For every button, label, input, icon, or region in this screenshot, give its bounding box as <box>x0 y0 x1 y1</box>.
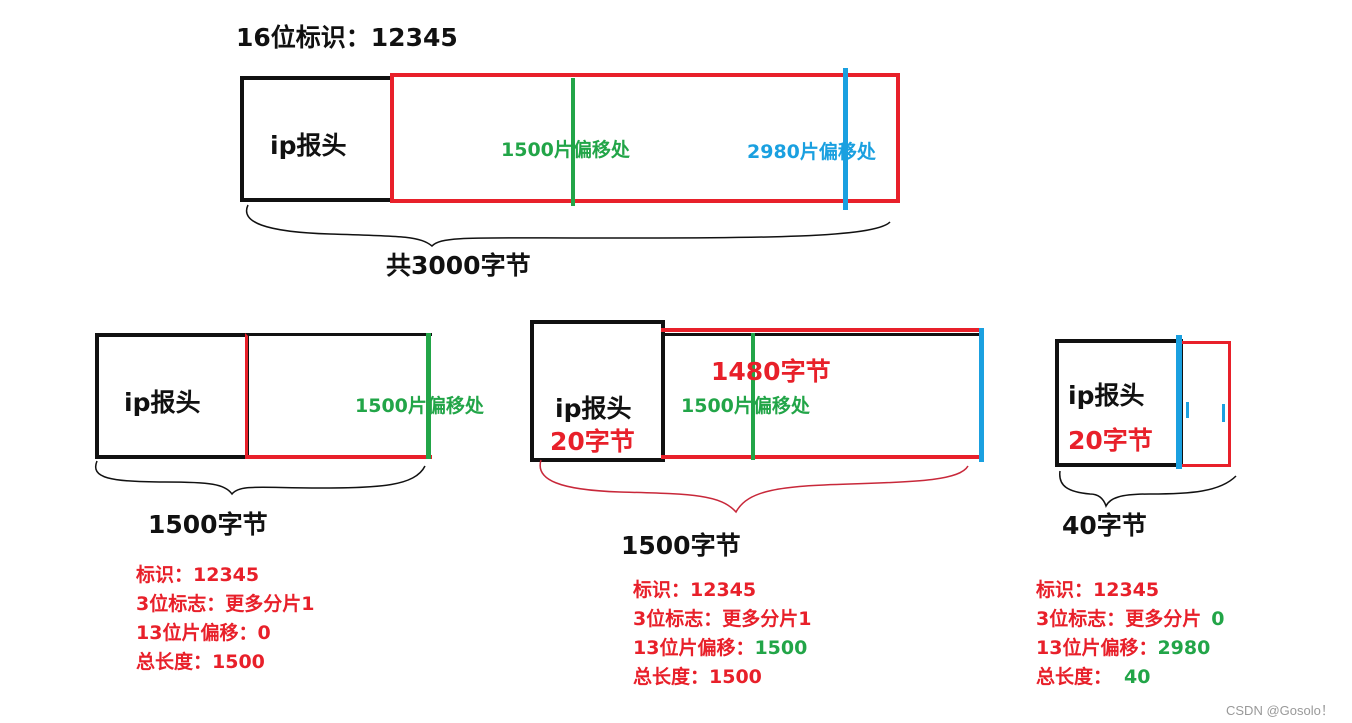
frag2-info-flags: 3位标志：更多分片1 <box>633 608 812 630</box>
frag2-end-line <box>979 328 984 462</box>
original-2980-offset-line <box>843 68 848 210</box>
frag2-payload-box <box>661 328 983 459</box>
frag1-payload-box <box>245 333 432 459</box>
frag3-info: 标识：12345 3位标志：更多分片 0 13位片偏移：2980 总长度： 40 <box>1036 576 1224 692</box>
frag3-info-flags-value: 0 <box>1211 608 1225 630</box>
frag2-header-size: 20字节 <box>550 427 635 456</box>
frag2-offset-line <box>751 333 755 460</box>
frag3-brace <box>1059 470 1237 508</box>
frag1-offset-line <box>426 333 431 459</box>
original-total-size: 共3000字节 <box>386 251 531 280</box>
frag2-mark: 1500片偏移处 <box>681 395 810 417</box>
frag1-size: 1500字节 <box>148 510 268 539</box>
frag3-info-length-label: 总长度： <box>1036 666 1113 688</box>
frag3-info-offset: 13位片偏移：2980 <box>1036 634 1224 663</box>
frag3-info-length-value: 40 <box>1124 666 1151 688</box>
original-mark-1500: 1500片偏移处 <box>501 139 630 161</box>
frag3-size: 40字节 <box>1062 511 1147 540</box>
frag1-info-flags: 3位标志：更多分片1 <box>136 593 315 615</box>
frag2-info-offset: 13位片偏移：1500 <box>633 634 811 663</box>
frag2-header-label: ip报头 <box>555 394 632 423</box>
diagram-title: 16位标识：12345 <box>236 23 458 52</box>
frag3-tick-a <box>1186 402 1189 418</box>
frag3-start-line <box>1176 335 1182 469</box>
frag3-info-length: 总长度： 40 <box>1036 663 1224 692</box>
original-payload-box <box>390 73 900 203</box>
frag2-payload-top-black <box>661 333 983 336</box>
frag2-header-box <box>530 320 665 462</box>
frag1-header-label: ip报头 <box>124 388 201 417</box>
frag2-info-id: 标识：12345 <box>633 579 757 601</box>
frag3-info-id: 标识：12345 <box>1036 579 1160 601</box>
frag1-info-offset: 13位片偏移：0 <box>136 622 271 644</box>
frag3-header-label: ip报头 <box>1068 381 1145 410</box>
frag3-info-flags-label: 3位标志：更多分片 <box>1036 608 1202 630</box>
frag3-tick-b <box>1222 404 1225 422</box>
frag1-mark: 1500片偏移处 <box>355 395 484 417</box>
frag2-info-length: 总长度：1500 <box>633 666 762 688</box>
frag1-info-length: 总长度：1500 <box>136 651 265 673</box>
frag2-brace <box>539 459 969 514</box>
frag2-size: 1500字节 <box>621 531 741 560</box>
frag1-info-id: 标识：12345 <box>136 564 260 586</box>
frag2-info-offset-value: 1500 <box>754 637 808 659</box>
frag2-info: 标识：12345 3位标志：更多分片1 13位片偏移：1500 总长度：1500 <box>633 576 811 692</box>
frag3-header-size: 20字节 <box>1068 426 1153 455</box>
original-1500-offset-line <box>571 78 575 206</box>
frag3-info-offset-label: 13位片偏移： <box>1036 637 1158 659</box>
frag2-payload-size: 1480字节 <box>711 357 831 386</box>
frag3-info-flags: 3位标志：更多分片 0 <box>1036 605 1224 634</box>
frag3-info-offset-value: 2980 <box>1157 637 1211 659</box>
original-brace <box>245 204 891 248</box>
watermark: CSDN @Gosolo！ <box>1226 703 1334 718</box>
frag2-info-offset-label: 13位片偏移： <box>633 637 755 659</box>
original-header-label: ip报头 <box>270 131 347 160</box>
frag1-info: 标识：12345 3位标志：更多分片1 13位片偏移：0 总长度：1500 <box>136 561 314 677</box>
frag1-brace <box>94 460 426 496</box>
original-mark-2980: 2980片偏移处 <box>747 141 876 163</box>
